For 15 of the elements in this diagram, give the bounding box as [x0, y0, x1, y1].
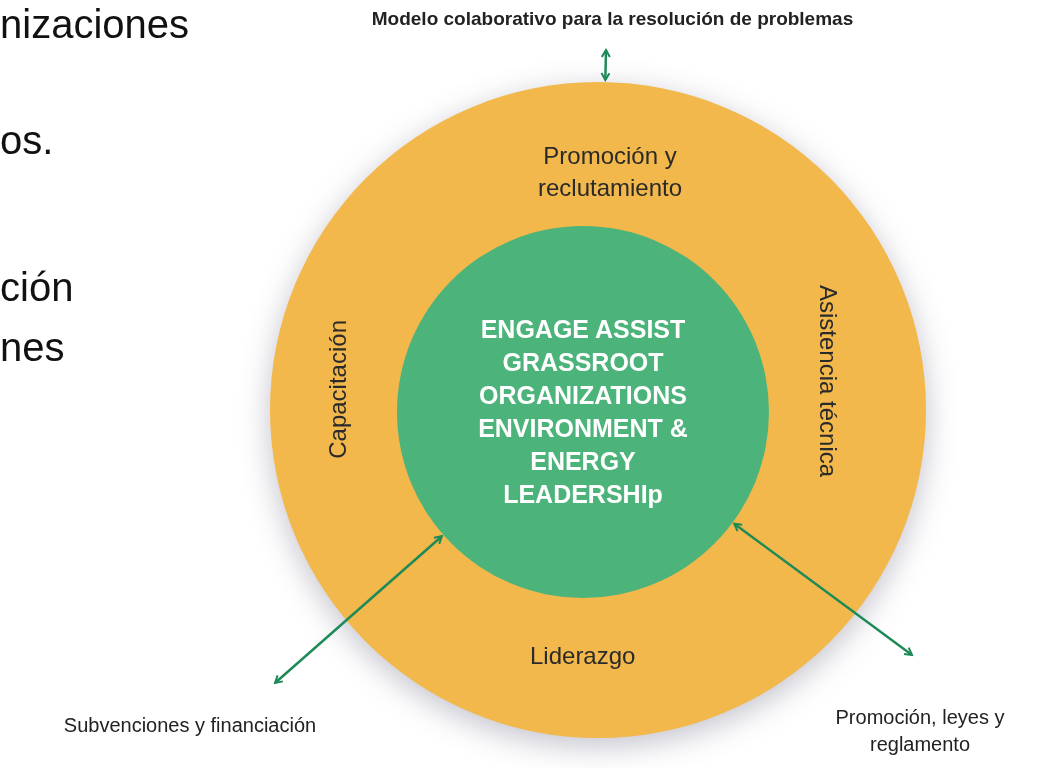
outcome-text: Modelo colaborativo para la resolución de problemas — [280, 6, 945, 32]
double-arrow — [600, 49, 611, 82]
ring-label: Asistencia técnica — [814, 285, 843, 478]
center-title: ENGAGE ASSIST GRASSROOT ORGANIZATIONS ENVIRONMENT & ENERGY LEADERSHIp — [477, 314, 689, 510]
ring-label: Capacitación — [323, 320, 352, 459]
outcome-text: Promoción, leyes y reglamento — [790, 704, 1050, 758]
outcome-text: Subvenciones y financiación — [15, 712, 365, 739]
cropped-text-fragment: nizaciones — [0, 2, 189, 47]
double-arrow — [274, 535, 443, 684]
cropped-text-fragment: os. — [0, 118, 54, 163]
cropped-text-fragment: nes — [0, 325, 65, 370]
double-arrow — [733, 522, 913, 656]
cropped-text-fragment: ción — [0, 265, 74, 310]
ring-label: Liderazgo — [530, 641, 636, 671]
ring-label: Promoción y reclutamiento — [536, 141, 684, 203]
